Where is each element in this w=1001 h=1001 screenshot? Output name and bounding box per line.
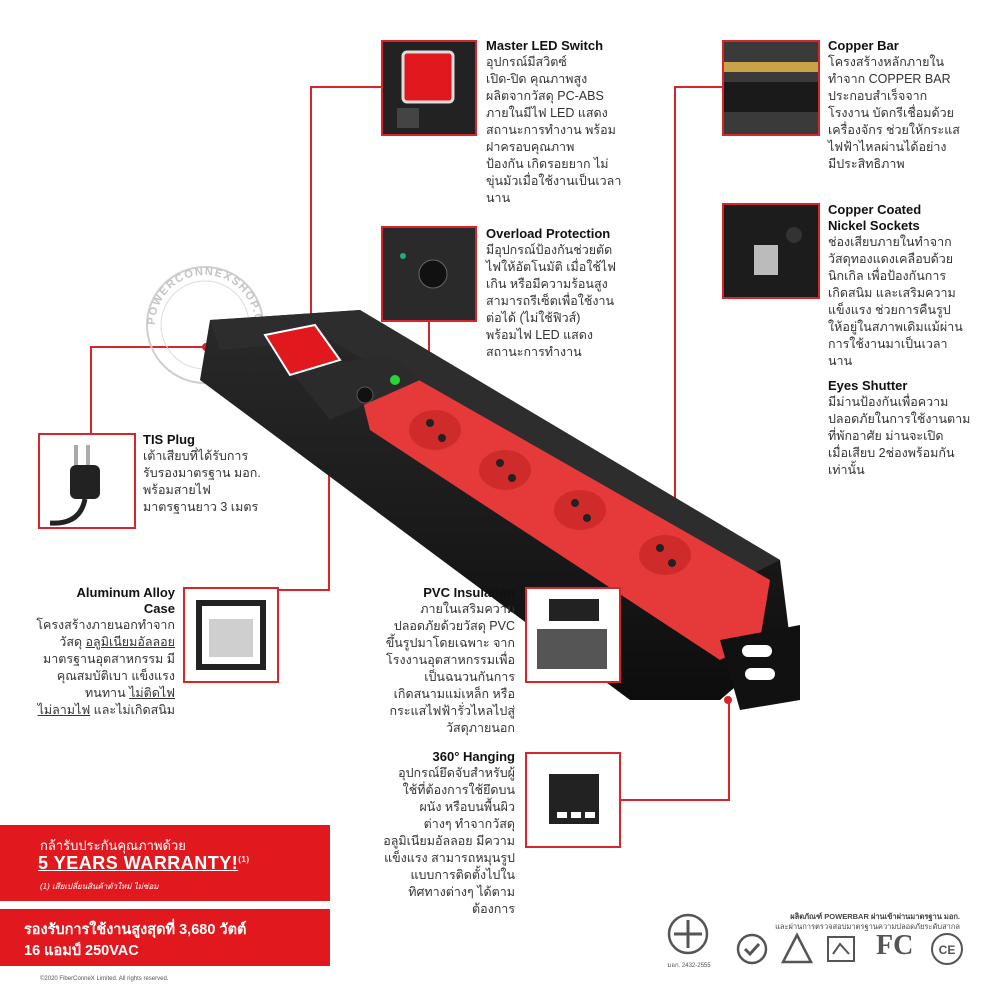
warranty-banner: กล้ารับประกันคุณภาพด้วย 5 YEARS WARRANTY… bbox=[0, 825, 330, 901]
feature-title-line2: Nickel Sockets bbox=[828, 218, 920, 233]
feature-body: โครงสร้างหลักภายใน ทำจาก COPPER BAR ประก… bbox=[828, 55, 960, 171]
master-switch bbox=[263, 323, 342, 377]
cert-text: ผลิตภัณฑ์ POWERBAR ผ่านเข้าผ่านมาตรฐาน ม… bbox=[690, 912, 960, 932]
master-switch-thumb bbox=[381, 40, 477, 136]
capacity-line1: รองรับการใช้งานสูงสุดที่ 3,680 วัตต์ bbox=[24, 922, 247, 938]
socket-4 bbox=[639, 535, 691, 575]
warranty-line1: กล้ารับประกันคุณภาพด้วย bbox=[40, 838, 186, 853]
bracket-thumb bbox=[525, 752, 621, 848]
cert-line1: ผลิตภัณฑ์ POWERBAR ผ่านเข้าผ่านมาตรฐาน ม… bbox=[790, 912, 960, 921]
vde-icon bbox=[780, 932, 814, 964]
aluminum-line-2a: วัสดุ bbox=[59, 635, 86, 649]
rohs-icon bbox=[827, 936, 855, 962]
feature-copper-coated: Copper Coated Nickel Sockets ช่องเสียบภา… bbox=[828, 202, 978, 370]
feature-body: ช่องเสียบภายในทำจาก วัสดุทองแดงเคลือบด้ว… bbox=[828, 235, 963, 368]
feature-pvc: PVC Insulation ภายในเสริมความ ปลอดภัยด้ว… bbox=[360, 585, 515, 737]
led-indicator bbox=[390, 375, 400, 385]
nickel-socket-thumb bbox=[722, 203, 820, 299]
feature-title-line2: Case bbox=[143, 601, 175, 616]
socket-1 bbox=[409, 410, 461, 450]
power-strip-illustration bbox=[200, 310, 800, 710]
feature-body: มีอุปกรณ์ป้องกันช่วยตัด ไฟให้อัตโนมัติ เ… bbox=[486, 243, 616, 359]
tis-code: มอก. 2432-2555 bbox=[667, 963, 711, 969]
socket-3 bbox=[554, 490, 606, 530]
feature-title: Master LED Switch bbox=[486, 38, 604, 53]
aluminum-line-5b: ไม่ติดไฟ bbox=[129, 686, 175, 700]
aluminum-line-3: มาตรฐานอุตสาหกรรม มี bbox=[42, 652, 175, 666]
cert-line2: และผ่านการตรวจสอบมาตรฐานความปลอดภัยระดับ… bbox=[775, 922, 960, 931]
warranty-sup: (1) bbox=[238, 855, 250, 864]
ce-cert-icon: CE bbox=[931, 933, 963, 965]
feature-overload: Overload Protection มีอุปกรณ์ป้องกันช่วย… bbox=[486, 226, 646, 361]
warranty-headline: 5 YEARS WARRANTY! bbox=[38, 853, 239, 873]
tis-logo-icon bbox=[667, 913, 709, 955]
feature-body: ภายในเสริมความ ปลอดภัยด้วยวัสดุ PVC ขึ้น… bbox=[385, 602, 515, 735]
copyright: ©2020 FiberConneX Limited. All rights re… bbox=[40, 976, 169, 982]
ce-label: CE bbox=[939, 943, 956, 957]
socket-2 bbox=[479, 450, 531, 490]
feature-eyes-shutter: Eyes Shutter มีม่านป้องกันเพื่อความ ปลอด… bbox=[828, 378, 978, 479]
aluminum-case-thumb bbox=[183, 587, 279, 683]
feature-body: มีม่านป้องกันเพื่อความ ปลอดภัยในการใช้งา… bbox=[828, 395, 971, 477]
feature-title-line1: Copper Coated bbox=[828, 202, 922, 217]
feature-title: TIS Plug bbox=[143, 432, 195, 447]
feature-body: อุปกรณ์มีสวิตซ์ เปิด-ปิด คุณภาพสูง ผลิตจ… bbox=[486, 55, 622, 205]
feature-body: อุปกรณ์ยึดจับสำหรับผู้ ใช้ที่ต้องการใช้ย… bbox=[383, 766, 515, 916]
capacity-line2: 16 แอมป์ 250VAC bbox=[24, 943, 139, 959]
reset-button bbox=[356, 386, 374, 404]
aluminum-line-5a: ทนทาน bbox=[85, 686, 130, 700]
aluminum-line-1: โครงสร้างภายนอกทำจาก bbox=[36, 618, 175, 632]
aluminum-line-4: คุณสมบัติเบา แข็งแรง bbox=[56, 669, 175, 683]
feature-hanging: 360° Hanging อุปกรณ์ยึดจับสำหรับผู้ ใช้ท… bbox=[360, 749, 515, 918]
feature-title-line1: Aluminum Alloy bbox=[76, 585, 175, 600]
feature-tis-plug: TIS Plug เต้าเสียบที่ได้รับการ รับรองมาต… bbox=[143, 432, 293, 516]
aluminum-line-2b: อลูมิเนียมอัลลอย bbox=[85, 635, 175, 649]
feature-copper-bar: Copper Bar โครงสร้างหลักภายใน ทำจาก COPP… bbox=[828, 38, 978, 173]
tis-plug-thumb bbox=[38, 433, 136, 529]
feature-title: Overload Protection bbox=[486, 226, 611, 241]
feature-title: Eyes Shutter bbox=[828, 378, 908, 393]
aluminum-line-6b: และไม่เกิดสนิม bbox=[90, 703, 175, 717]
mount-bracket bbox=[720, 625, 800, 710]
aluminum-line-6a: ไม่ลามไฟ bbox=[37, 703, 91, 717]
feature-title: Copper Bar bbox=[828, 38, 899, 53]
copper-bar-thumb bbox=[722, 40, 820, 136]
warranty-note: (1) เสียเปลี่ยนสินค้าตัวใหม่ ไม่ซ่อม bbox=[40, 882, 159, 891]
feature-master-led: Master LED Switch อุปกรณ์มีสวิตซ์ เปิด-ป… bbox=[486, 38, 646, 207]
capacity-banner: รองรับการใช้งานสูงสุดที่ 3,680 วัตต์ 16 … bbox=[0, 909, 330, 966]
fc-mark: FC bbox=[876, 930, 914, 961]
feature-title: 360° Hanging bbox=[432, 749, 516, 764]
pvc-thumb bbox=[525, 587, 621, 683]
feature-aluminum-case: Aluminum Alloy Case โครงสร้างภายนอกทำจาก… bbox=[20, 585, 175, 719]
check-cert-icon bbox=[736, 933, 768, 965]
warranty-headline-row: 5 YEARS WARRANTY!(1) bbox=[38, 853, 249, 874]
feature-body: เต้าเสียบที่ได้รับการ รับรองมาตรฐาน มอก.… bbox=[143, 449, 261, 514]
feature-title: PVC Insulation bbox=[423, 585, 515, 600]
overload-thumb bbox=[381, 226, 477, 322]
